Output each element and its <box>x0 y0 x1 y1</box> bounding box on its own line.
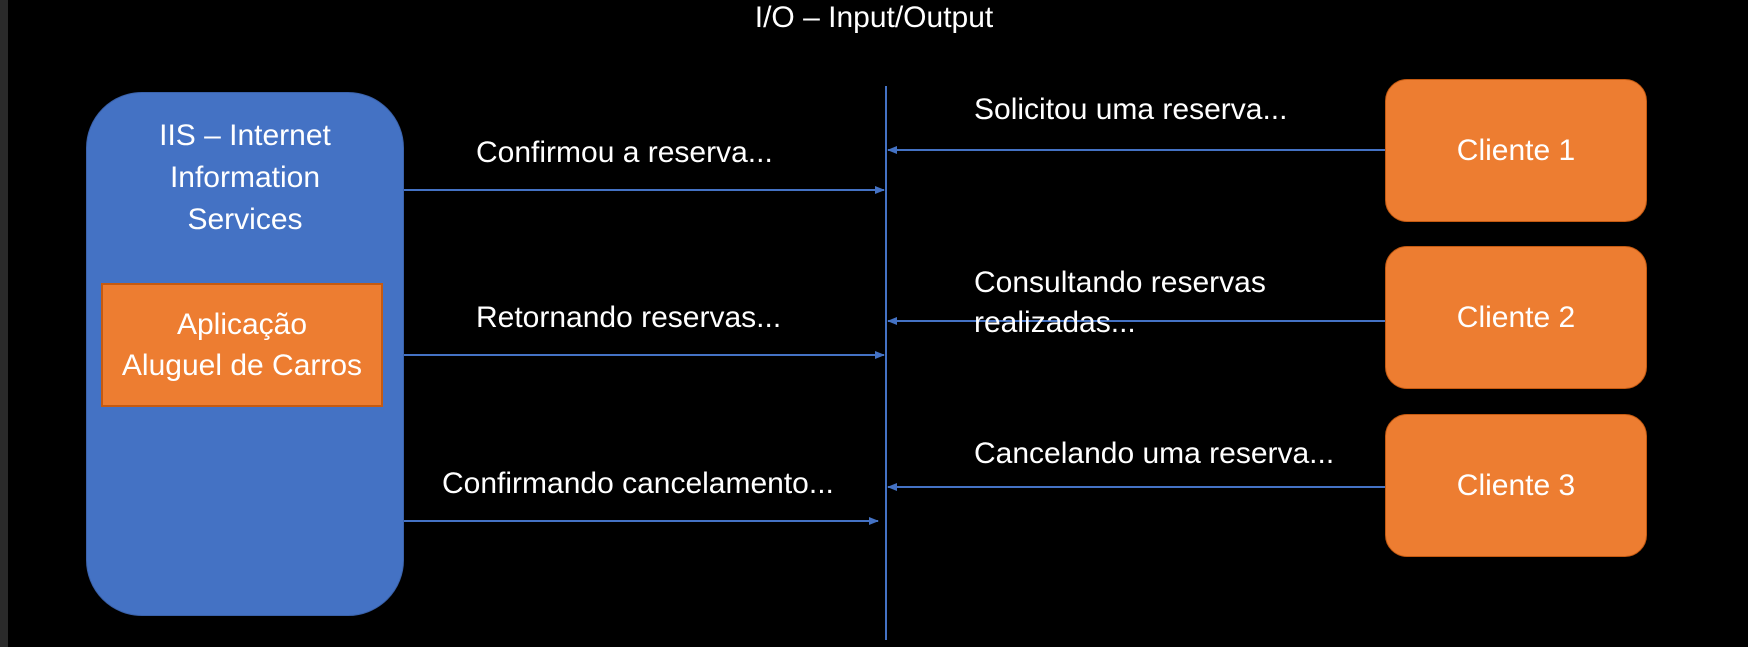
request-label-3: Cancelando uma reserva... <box>974 433 1334 475</box>
request-label-line: Solicitou uma reserva... <box>974 93 1288 126</box>
request-label-line: Cancelando uma reserva... <box>974 437 1335 470</box>
iis-label-line: IIS – Internet <box>159 119 331 152</box>
response-label-2: Retornando reservas... <box>476 301 782 334</box>
client-box-3: Cliente 3 <box>1385 414 1647 557</box>
request-label-line: Consultando reservas <box>974 266 1266 299</box>
iis-label-line: Information <box>169 161 321 194</box>
request-label-line: realizadas... <box>974 306 1136 339</box>
car-rental-app-box: Aplicação Aluguel de Carros <box>101 283 383 407</box>
iis-label-line: Services <box>187 203 303 236</box>
window-edge <box>0 0 8 647</box>
response-label-1: Confirmou a reserva... <box>476 136 773 169</box>
client-box-2: Cliente 2 <box>1385 246 1647 389</box>
iis-server-label: IIS – Internet Information Services <box>87 115 403 241</box>
request-label-1: Solicitou uma reserva... <box>974 89 1287 131</box>
diagram-title: I/O – Input/Output <box>754 1 994 34</box>
client-box-1: Cliente 1 <box>1385 79 1647 222</box>
request-label-2: Consultando reservas realizadas... <box>974 262 1266 344</box>
response-label-3: Confirmando cancelamento... <box>442 467 834 500</box>
app-label-line: Aplicação <box>176 308 308 341</box>
app-label-line: Aluguel de Carros <box>121 349 363 382</box>
car-rental-app-label: Aplicação Aluguel de Carros <box>122 304 362 386</box>
